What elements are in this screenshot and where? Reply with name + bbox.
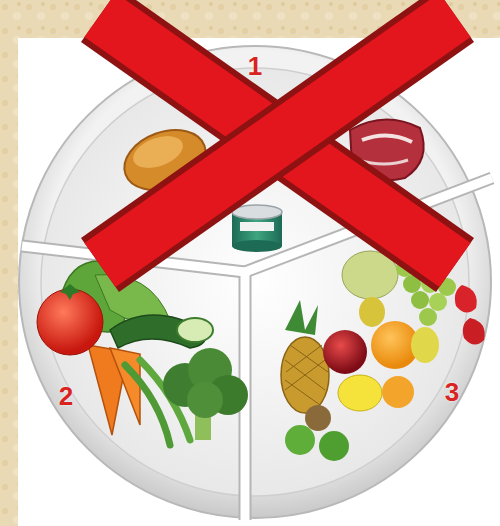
cucumber xyxy=(110,315,213,348)
carrots xyxy=(88,345,140,435)
strawberries xyxy=(455,285,485,345)
tomato xyxy=(37,284,103,355)
tuna-can xyxy=(232,205,282,252)
callout-number: 2 xyxy=(59,383,73,409)
cross-out-mark xyxy=(100,15,455,265)
lime xyxy=(319,431,349,461)
callout-number: 1 xyxy=(248,53,262,79)
pear xyxy=(359,297,385,327)
orange xyxy=(382,376,414,408)
apple xyxy=(323,330,367,374)
kiwi xyxy=(305,405,331,431)
broccoli xyxy=(163,348,248,440)
pineapple xyxy=(281,300,329,413)
lime xyxy=(285,425,315,455)
callout-number: 3 xyxy=(445,379,459,405)
pear xyxy=(411,327,439,363)
fruits xyxy=(281,251,485,461)
lemon xyxy=(338,375,382,411)
vegetables xyxy=(37,261,248,445)
